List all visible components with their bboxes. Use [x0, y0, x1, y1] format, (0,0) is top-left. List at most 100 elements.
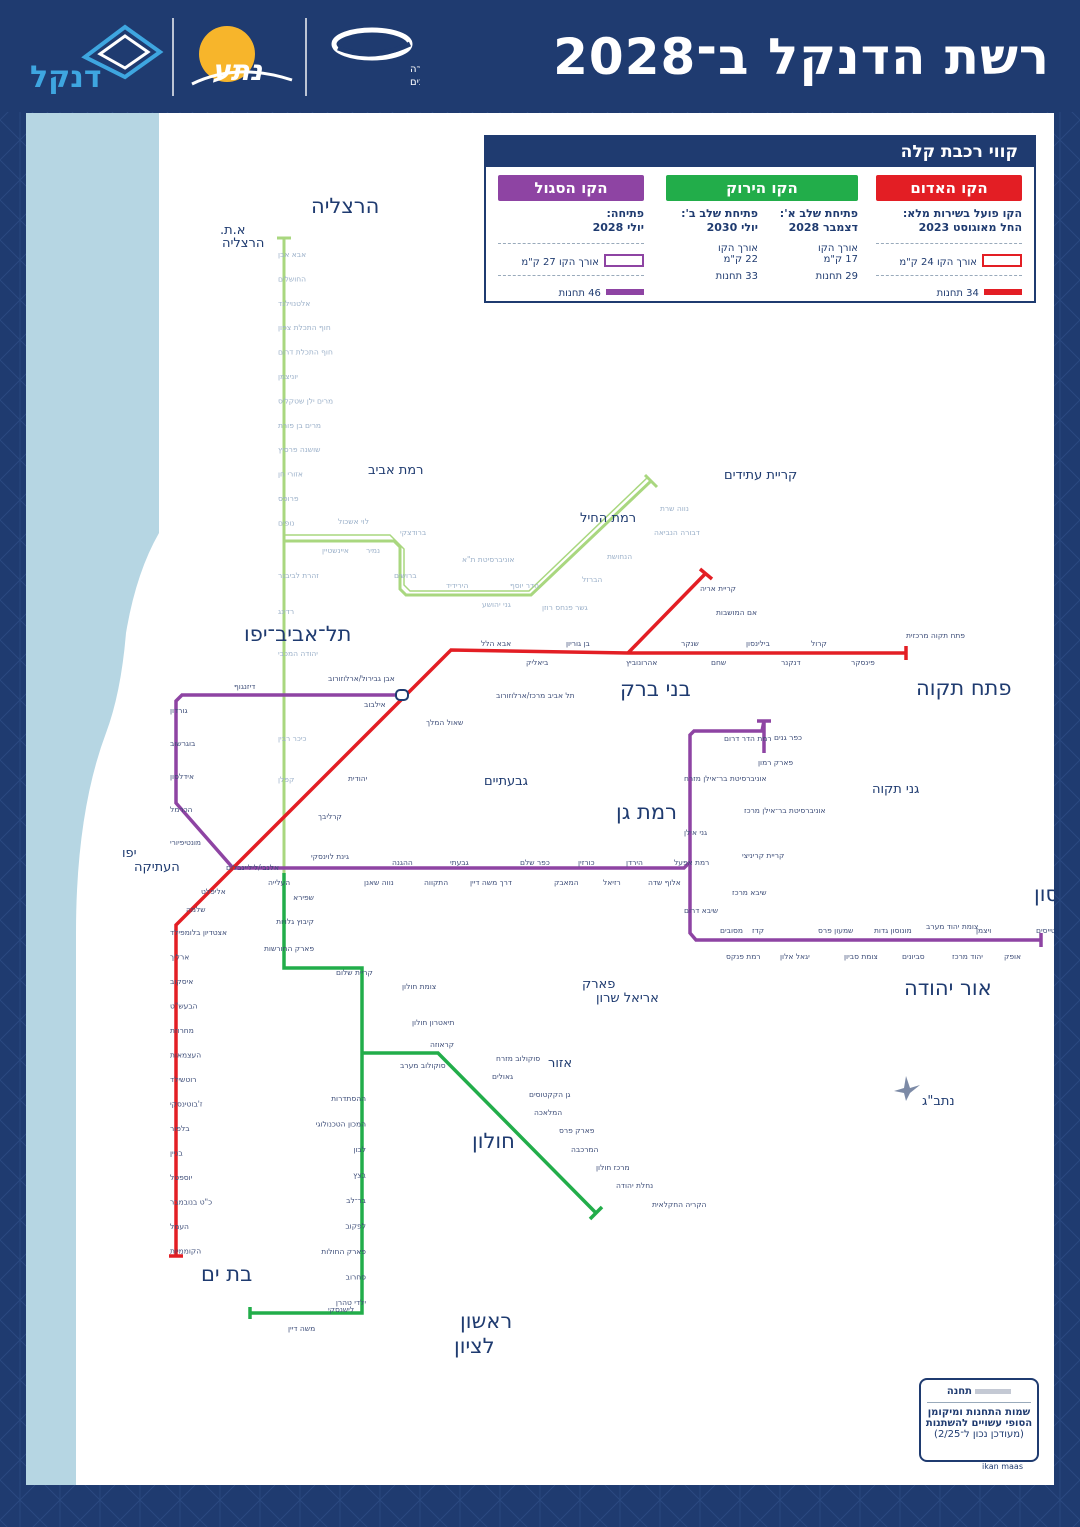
station-label-green: אזורי חן — [278, 470, 303, 479]
station-label-purple: מסובים — [720, 926, 743, 935]
station-label-green: זהרת לביבנר — [278, 571, 319, 580]
station-label-red: יהודית — [348, 774, 368, 783]
station-label-green: הדר יוסף — [510, 581, 539, 590]
station-label-purple: גורדון — [170, 706, 188, 715]
station-label-green: דבורה הנביאה — [654, 528, 700, 537]
station-label-purple: אוניברסיטת בר־אילן מרכז — [744, 806, 826, 815]
station-label-red: אלנבי/ליליינבלום — [226, 863, 279, 872]
station-label-red: פינסקר — [851, 658, 875, 667]
station-label-green: גני יהושע — [482, 600, 511, 609]
station-label-green: לישנסקי — [328, 1305, 354, 1314]
station-label-purple: אידלסון — [170, 772, 194, 781]
station-label-green: יהודה המכבי — [278, 649, 318, 658]
station-label-green: קראוזה — [430, 1040, 454, 1049]
station-label-green: פארק החורשות — [264, 944, 314, 953]
city-ganei-tikva: גני תקוה — [872, 782, 919, 797]
station-label-red: ארליך — [170, 953, 189, 962]
station-label-green: ההסתדרות — [331, 1094, 366, 1103]
legend-purple-date: יולי 2028 — [592, 221, 644, 234]
sea-area — [26, 113, 159, 1485]
city-herzliya: הרצליה — [311, 194, 379, 218]
station-label-purple: כורזין — [578, 858, 595, 867]
station-label-green: יוניצמן — [278, 372, 298, 381]
station-label-red: דנקנר — [781, 658, 801, 667]
station-label-red: פתח תקוה מרכזית — [906, 631, 965, 640]
legend-green-stageB-length: אורך הקו — [718, 243, 758, 254]
station-label-green: אבן גבירול/ארלוזורוב — [328, 674, 395, 683]
red-line-branch — [626, 571, 708, 655]
station-label-red: יוספטל — [170, 1173, 193, 1182]
interchange-arlozorov — [395, 689, 409, 701]
station-label-purple: דרך משה דיין — [470, 878, 512, 887]
station-label-red: שלמה — [186, 905, 206, 914]
green-line-south — [250, 873, 364, 1315]
legend-green-stageA-date: דצמבר 2028 — [788, 221, 858, 234]
station-label-purple: אילבוב — [364, 700, 386, 709]
station-label-green: רדינג — [278, 607, 294, 616]
station-label-green: איינשטיין — [322, 546, 349, 555]
note-line2: הסופי עשויים להשתנות — [925, 1418, 1033, 1429]
station-label-green: תיאטרון חולון — [412, 1018, 455, 1027]
station-label-red: מחרוזת — [170, 1026, 194, 1035]
station-label-green: חוף התכלת צפון — [278, 323, 331, 332]
station-label-green: קפלן — [278, 775, 294, 784]
station-label-green: בצץ — [353, 1171, 366, 1180]
station-label-red: שחם — [711, 658, 726, 667]
city-holon: חולון — [472, 1129, 515, 1153]
station-label-purple: העלייה — [268, 878, 290, 887]
station-label-red: איסקוב — [170, 977, 193, 986]
purple-line-east — [688, 862, 1041, 942]
city-tel-aviv: תל־אביב־יפו — [244, 622, 351, 646]
city-ramat-aviv: רמת אביב — [368, 463, 423, 478]
station-label-green: גינת לוינסקי — [311, 852, 349, 861]
station-label-purple: קריית קריניצי — [742, 851, 784, 860]
green-line-branch-outer — [282, 479, 653, 597]
legend-green-stageB-stations: 33 תחנות — [715, 271, 758, 282]
station-label-purple: המאבק — [554, 878, 579, 887]
city-at-herzliya: הרצליה — [222, 236, 264, 251]
ministry-logo-icon: משרד התחבורה והבטיחות בדרכים — [331, 27, 420, 88]
legend: קווי רכבת קלה הקו האדום הקו פועל בשירות … — [484, 135, 1036, 303]
station-label-purple: סביונים — [902, 952, 925, 961]
legend-green-name: הקו הירוק — [666, 175, 858, 201]
legend-green-stageB-length: 22 ק"מ — [723, 254, 758, 265]
station-label-purple: מונטיפיורי — [170, 838, 201, 847]
station-label-green: פארק החולות — [321, 1247, 366, 1256]
station-label-green: גשר פנחס רוזן — [542, 603, 588, 612]
ministry-line2: והבטיחות בדרכים — [410, 77, 420, 88]
station-label-green: כיכר רבין — [278, 734, 307, 743]
station-label-purple: אלוף שדה — [648, 878, 681, 887]
nta-logo-icon: נתע — [191, 26, 293, 87]
station-label-purple: יגאל אלון — [780, 952, 810, 961]
station-label-green: הברזל — [582, 575, 602, 584]
city-jaffa: יפו — [122, 846, 137, 861]
station-label-green: מרים ילן שטקליס — [278, 396, 333, 405]
station-label-green: אוניברסיטת ת"א — [462, 555, 514, 564]
station-label-purple: רמת אפעל — [674, 858, 709, 867]
station-label-purple: רזיאל — [603, 878, 621, 887]
map-panel: הרצליה א.ת. הרצליה רמת אביב קריית עתידים… — [26, 113, 1054, 1485]
city-petah-tikva: פתח תקוה — [916, 676, 1011, 700]
credit: ikan maas — [982, 1462, 1023, 1471]
legend-heading: קווי רכבת קלה — [486, 137, 1034, 167]
station-label-purple: ויצמן — [976, 926, 991, 935]
station-label-red: בן גוריון — [566, 639, 591, 648]
station-label-green: לבון — [353, 1145, 366, 1154]
station-label-green: המלאכה — [534, 1108, 562, 1117]
station-label-purple: מונוסון גדות — [874, 926, 912, 935]
legend-green-stageA-length: 17 ק"מ — [823, 254, 858, 265]
legend-green-stageB: פתיחת שלב ב': — [681, 207, 758, 220]
station-label-red: אם המושבות — [716, 608, 757, 617]
green-terminus — [588, 1205, 604, 1221]
station-label-green: המכון הטכנולוגי — [316, 1120, 366, 1129]
station-label-purple: ההגנה — [392, 858, 413, 867]
station-label-purple: שמעון פרס — [818, 926, 853, 935]
ministry-line1: משרד התחבורה — [410, 64, 420, 75]
station-label-green: משה דיין — [288, 1324, 315, 1333]
legend-purple-stations: 46 תחנות — [558, 288, 601, 299]
page-title: רשת הדנקל ב־2028 — [553, 28, 1050, 86]
station-label-red: קרליבך — [318, 812, 342, 821]
station-label-green: אלטנוילנד — [278, 299, 310, 308]
legend-green-stageA-stations: 29 תחנות — [815, 271, 858, 282]
purple-line-main — [174, 693, 766, 870]
